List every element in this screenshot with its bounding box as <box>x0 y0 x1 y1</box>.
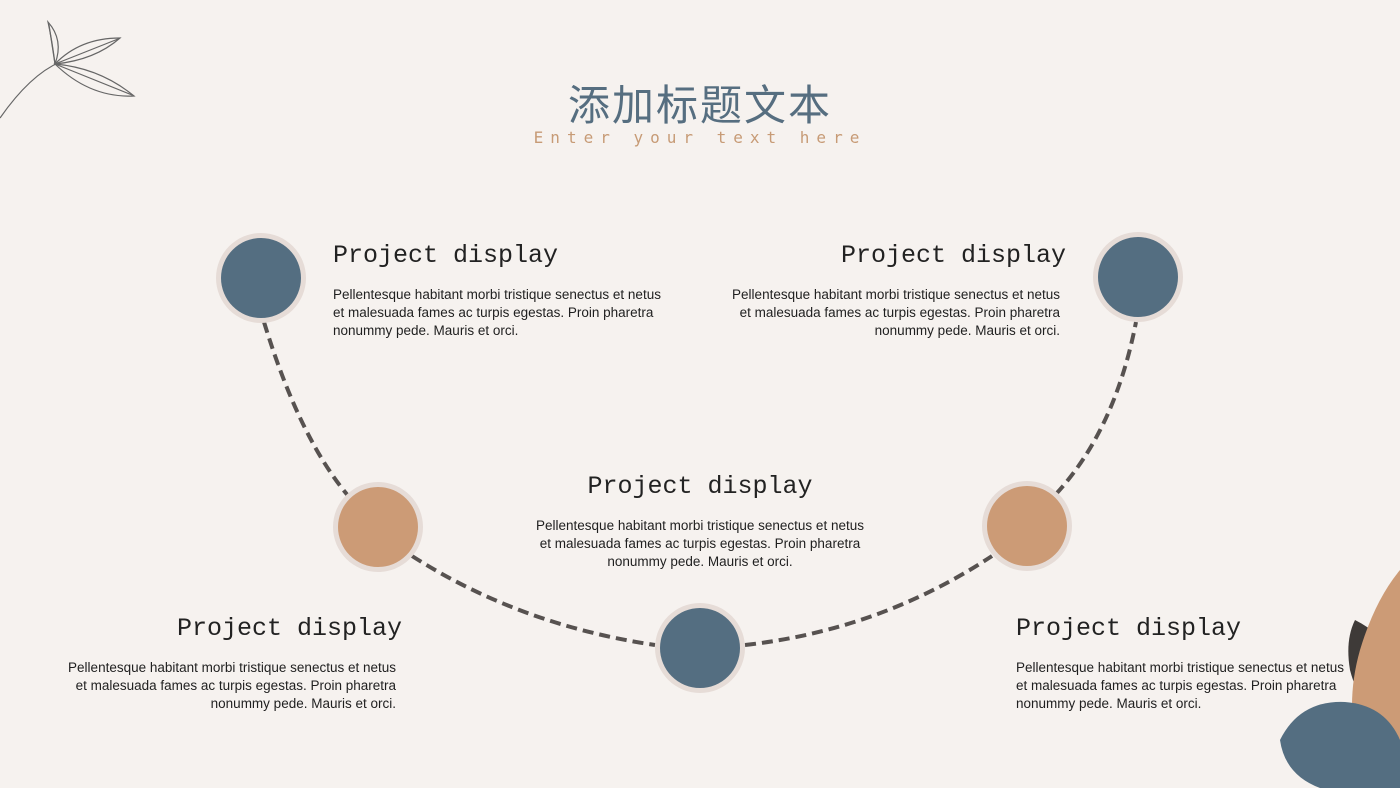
item-description: Pellentesque habitant morbi tristique se… <box>333 287 661 338</box>
item-description: Pellentesque habitant morbi tristique se… <box>68 660 396 711</box>
dashed-connector <box>262 321 352 500</box>
item-heading: Project display <box>176 614 402 643</box>
node-circle-1 <box>221 238 301 318</box>
node-circle-3 <box>660 608 740 688</box>
item-heading: Project display <box>333 241 559 270</box>
item-description: Pellentesque habitant morbi tristique se… <box>536 518 864 569</box>
dashed-connector <box>1054 321 1138 496</box>
bottom-right-leaves <box>1280 570 1400 788</box>
node-circle-5 <box>1098 237 1178 317</box>
leaf-sprig-icon <box>0 19 136 119</box>
page-subtitle: Enter your text here <box>533 128 867 147</box>
node-circle-4 <box>987 486 1067 566</box>
item-heading: Project display <box>1016 614 1242 643</box>
item-description: Pellentesque habitant morbi tristique se… <box>732 287 1060 338</box>
page-title: 添加标题文本 <box>567 81 832 130</box>
node-circle-2 <box>338 487 418 567</box>
item-description: Pellentesque habitant morbi tristique se… <box>1016 660 1344 711</box>
dashed-connector <box>744 554 994 647</box>
item-heading: Project display <box>840 241 1066 270</box>
item-heading: Project display <box>587 472 813 501</box>
dashed-connector <box>410 554 656 647</box>
